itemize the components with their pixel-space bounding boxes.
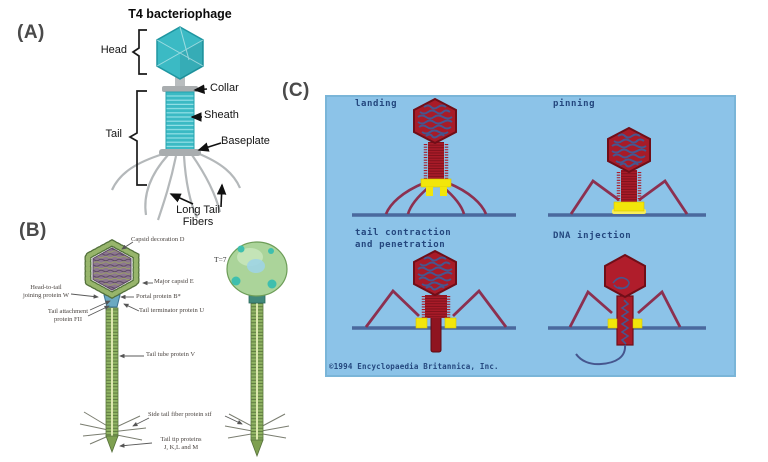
phage-sheath <box>165 91 195 152</box>
phage-collar <box>162 86 198 92</box>
label-portal-protein: Portal protein B* <box>136 293 181 300</box>
dna-strand <box>575 344 627 366</box>
tail-brace <box>128 90 147 186</box>
lambda-phage-left <box>79 239 147 454</box>
copyright-notice: ©1994 Encyclopaedia Britannica, Inc. <box>329 362 499 371</box>
lambda-phage-right <box>224 241 290 458</box>
label-tail: Tail <box>105 128 122 140</box>
step-pinning: pinning <box>553 99 596 109</box>
label-major-capsid: Major capsid E <box>154 278 194 285</box>
capsid-head <box>84 239 140 299</box>
label-long-tail-fibers: Long Tail Fibers <box>176 204 220 228</box>
label-tail-terminator: Tail terminator protein U <box>139 307 205 314</box>
label-tail-tube: Tail tube protein V <box>146 351 196 358</box>
panel-a-title: T4 bacteriophage <box>128 7 232 21</box>
step-tail-contraction: tail contraction and penetration <box>355 228 452 250</box>
panel-a-arrows <box>169 84 227 208</box>
label-head: Head <box>100 44 127 56</box>
t4-phage-illustration <box>110 26 242 221</box>
tail-tip-spike <box>105 435 119 454</box>
phage-baseplate <box>159 149 201 156</box>
step-dna-injection: DNA injection <box>553 231 632 241</box>
long-tail-fibers <box>110 151 242 221</box>
step-landing: landing <box>355 99 398 109</box>
phage-pinning <box>569 126 689 215</box>
label-tail-tip-proteins: Tail tip proteins J, K,L and M <box>160 436 202 451</box>
panel-b-id: (B) <box>19 220 47 241</box>
label-sheath: Sheath <box>204 109 239 121</box>
panel-c-diagram <box>352 97 706 366</box>
phage-head <box>156 26 204 80</box>
label-head-to-tail-joining: Head-to-tail joining protein W <box>22 284 70 299</box>
phage-landing <box>384 97 488 215</box>
spherical-capsid <box>226 241 288 297</box>
panel-c-background <box>325 95 736 377</box>
label-t-number: T=7 <box>214 255 227 264</box>
label-capsid-decoration: Capsid decoration D <box>131 236 185 243</box>
phage-contraction <box>364 249 508 353</box>
label-baseplate: Baseplate <box>221 135 270 147</box>
phage-dna-injection <box>568 253 682 366</box>
tail-tip-spike <box>250 439 264 458</box>
panel-c-id: (C) <box>282 80 310 101</box>
label-side-tail-fiber: Side tail fiber protein stf <box>148 411 212 418</box>
head-brace <box>131 29 147 75</box>
panel-b-arrows <box>70 241 243 448</box>
phage-neck <box>175 76 185 88</box>
label-tail-attachment: Tail attachment protein FII <box>47 308 89 323</box>
panel-a-id: (A) <box>17 22 45 43</box>
label-collar: Collar <box>210 82 239 94</box>
